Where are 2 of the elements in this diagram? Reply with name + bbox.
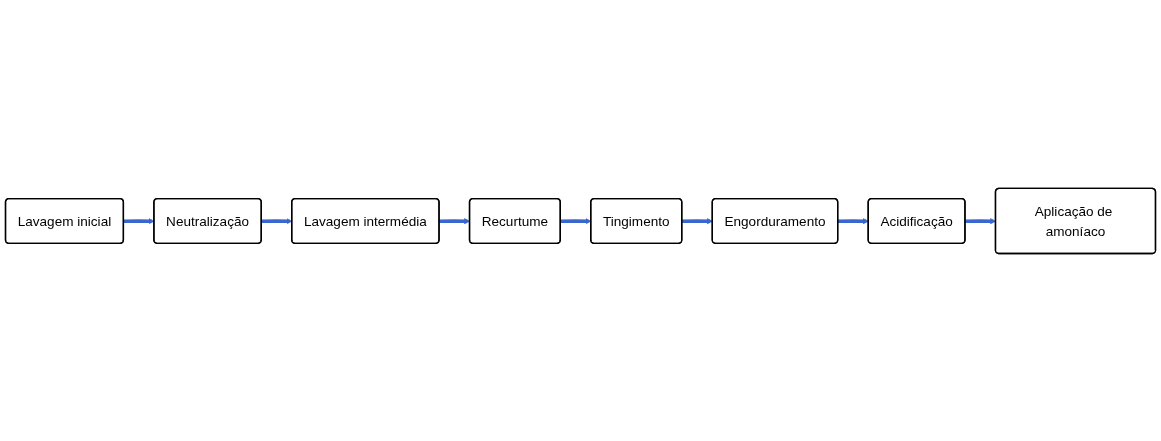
arrow — [682, 217, 713, 224]
arrow — [838, 217, 869, 224]
